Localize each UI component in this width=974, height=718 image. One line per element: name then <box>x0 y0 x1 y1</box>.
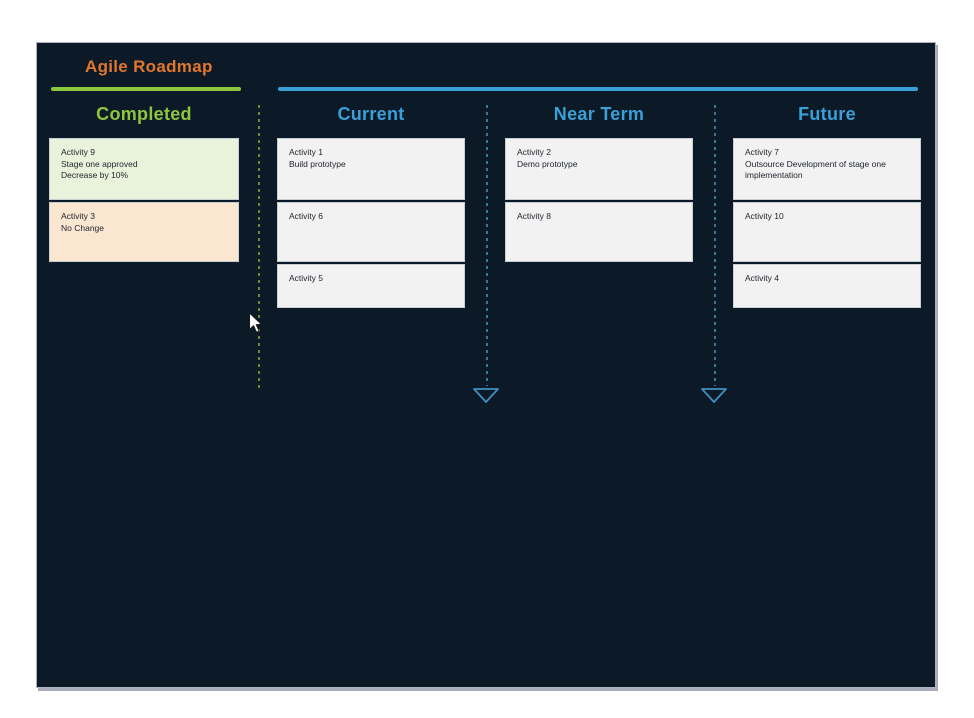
card-line: Outsource Development of stage one imple… <box>745 158 886 181</box>
card-line: Stage one approved <box>61 158 138 169</box>
separator-nearterm-future <box>714 105 716 386</box>
card-line: Activity 3 <box>61 211 96 221</box>
activity-card[interactable]: Activity 7 Outsource Development of stag… <box>733 138 921 200</box>
column-current: Activity 1 Build prototype Activity 6 Ac… <box>277 138 465 310</box>
column-header-current: Current <box>337 104 405 124</box>
separator-completed-current <box>258 105 260 388</box>
activity-card[interactable]: Activity 9 Stage one approved Decrease b… <box>49 138 239 200</box>
column-header-future: Future <box>798 104 856 124</box>
card-line: Activity 8 <box>517 211 552 221</box>
separator-current-nearterm <box>486 105 488 386</box>
card-line: Build prototype <box>289 158 346 169</box>
activity-card[interactable]: Activity 8 <box>505 202 693 262</box>
roadmap-slide: Agile Roadmap Completed Current Near Ter… <box>36 42 936 688</box>
activity-card[interactable]: Activity 3 No Change <box>49 202 239 262</box>
activity-card[interactable]: Activity 2 Demo prototype <box>505 138 693 200</box>
card-line: No Change <box>61 222 105 233</box>
card-line: Decrease by 10% <box>61 170 129 180</box>
activity-card[interactable]: Activity 10 <box>733 202 921 262</box>
card-line: Activity 6 <box>289 211 324 221</box>
card-line: Activity 1 <box>289 147 324 157</box>
arrow-down-icon <box>701 388 727 403</box>
card-line: Activity 2 <box>517 147 552 157</box>
activity-card[interactable]: Activity 5 <box>277 264 465 308</box>
timeline-rule <box>278 87 918 91</box>
column-completed: Activity 9 Stage one approved Decrease b… <box>49 138 239 264</box>
title-underline <box>51 87 241 91</box>
column-future: Activity 7 Outsource Development of stag… <box>733 138 921 310</box>
column-header-completed: Completed <box>96 104 192 124</box>
activity-card[interactable]: Activity 4 <box>733 264 921 308</box>
card-line: Activity 4 <box>745 273 780 283</box>
mouse-cursor-icon <box>248 312 263 333</box>
column-near-term: Activity 2 Demo prototype Activity 8 <box>505 138 693 264</box>
arrow-down-icon <box>473 388 499 403</box>
card-line: Activity 9 <box>61 147 96 157</box>
card-line: Activity 10 <box>745 211 784 221</box>
activity-card[interactable]: Activity 6 <box>277 202 465 262</box>
page-title: Agile Roadmap <box>85 57 213 76</box>
card-line: Activity 5 <box>289 273 324 283</box>
card-line: Activity 7 <box>745 147 780 157</box>
activity-card[interactable]: Activity 1 Build prototype <box>277 138 465 200</box>
card-line: Demo prototype <box>517 158 578 169</box>
column-header-near-term: Near Term <box>553 104 645 124</box>
